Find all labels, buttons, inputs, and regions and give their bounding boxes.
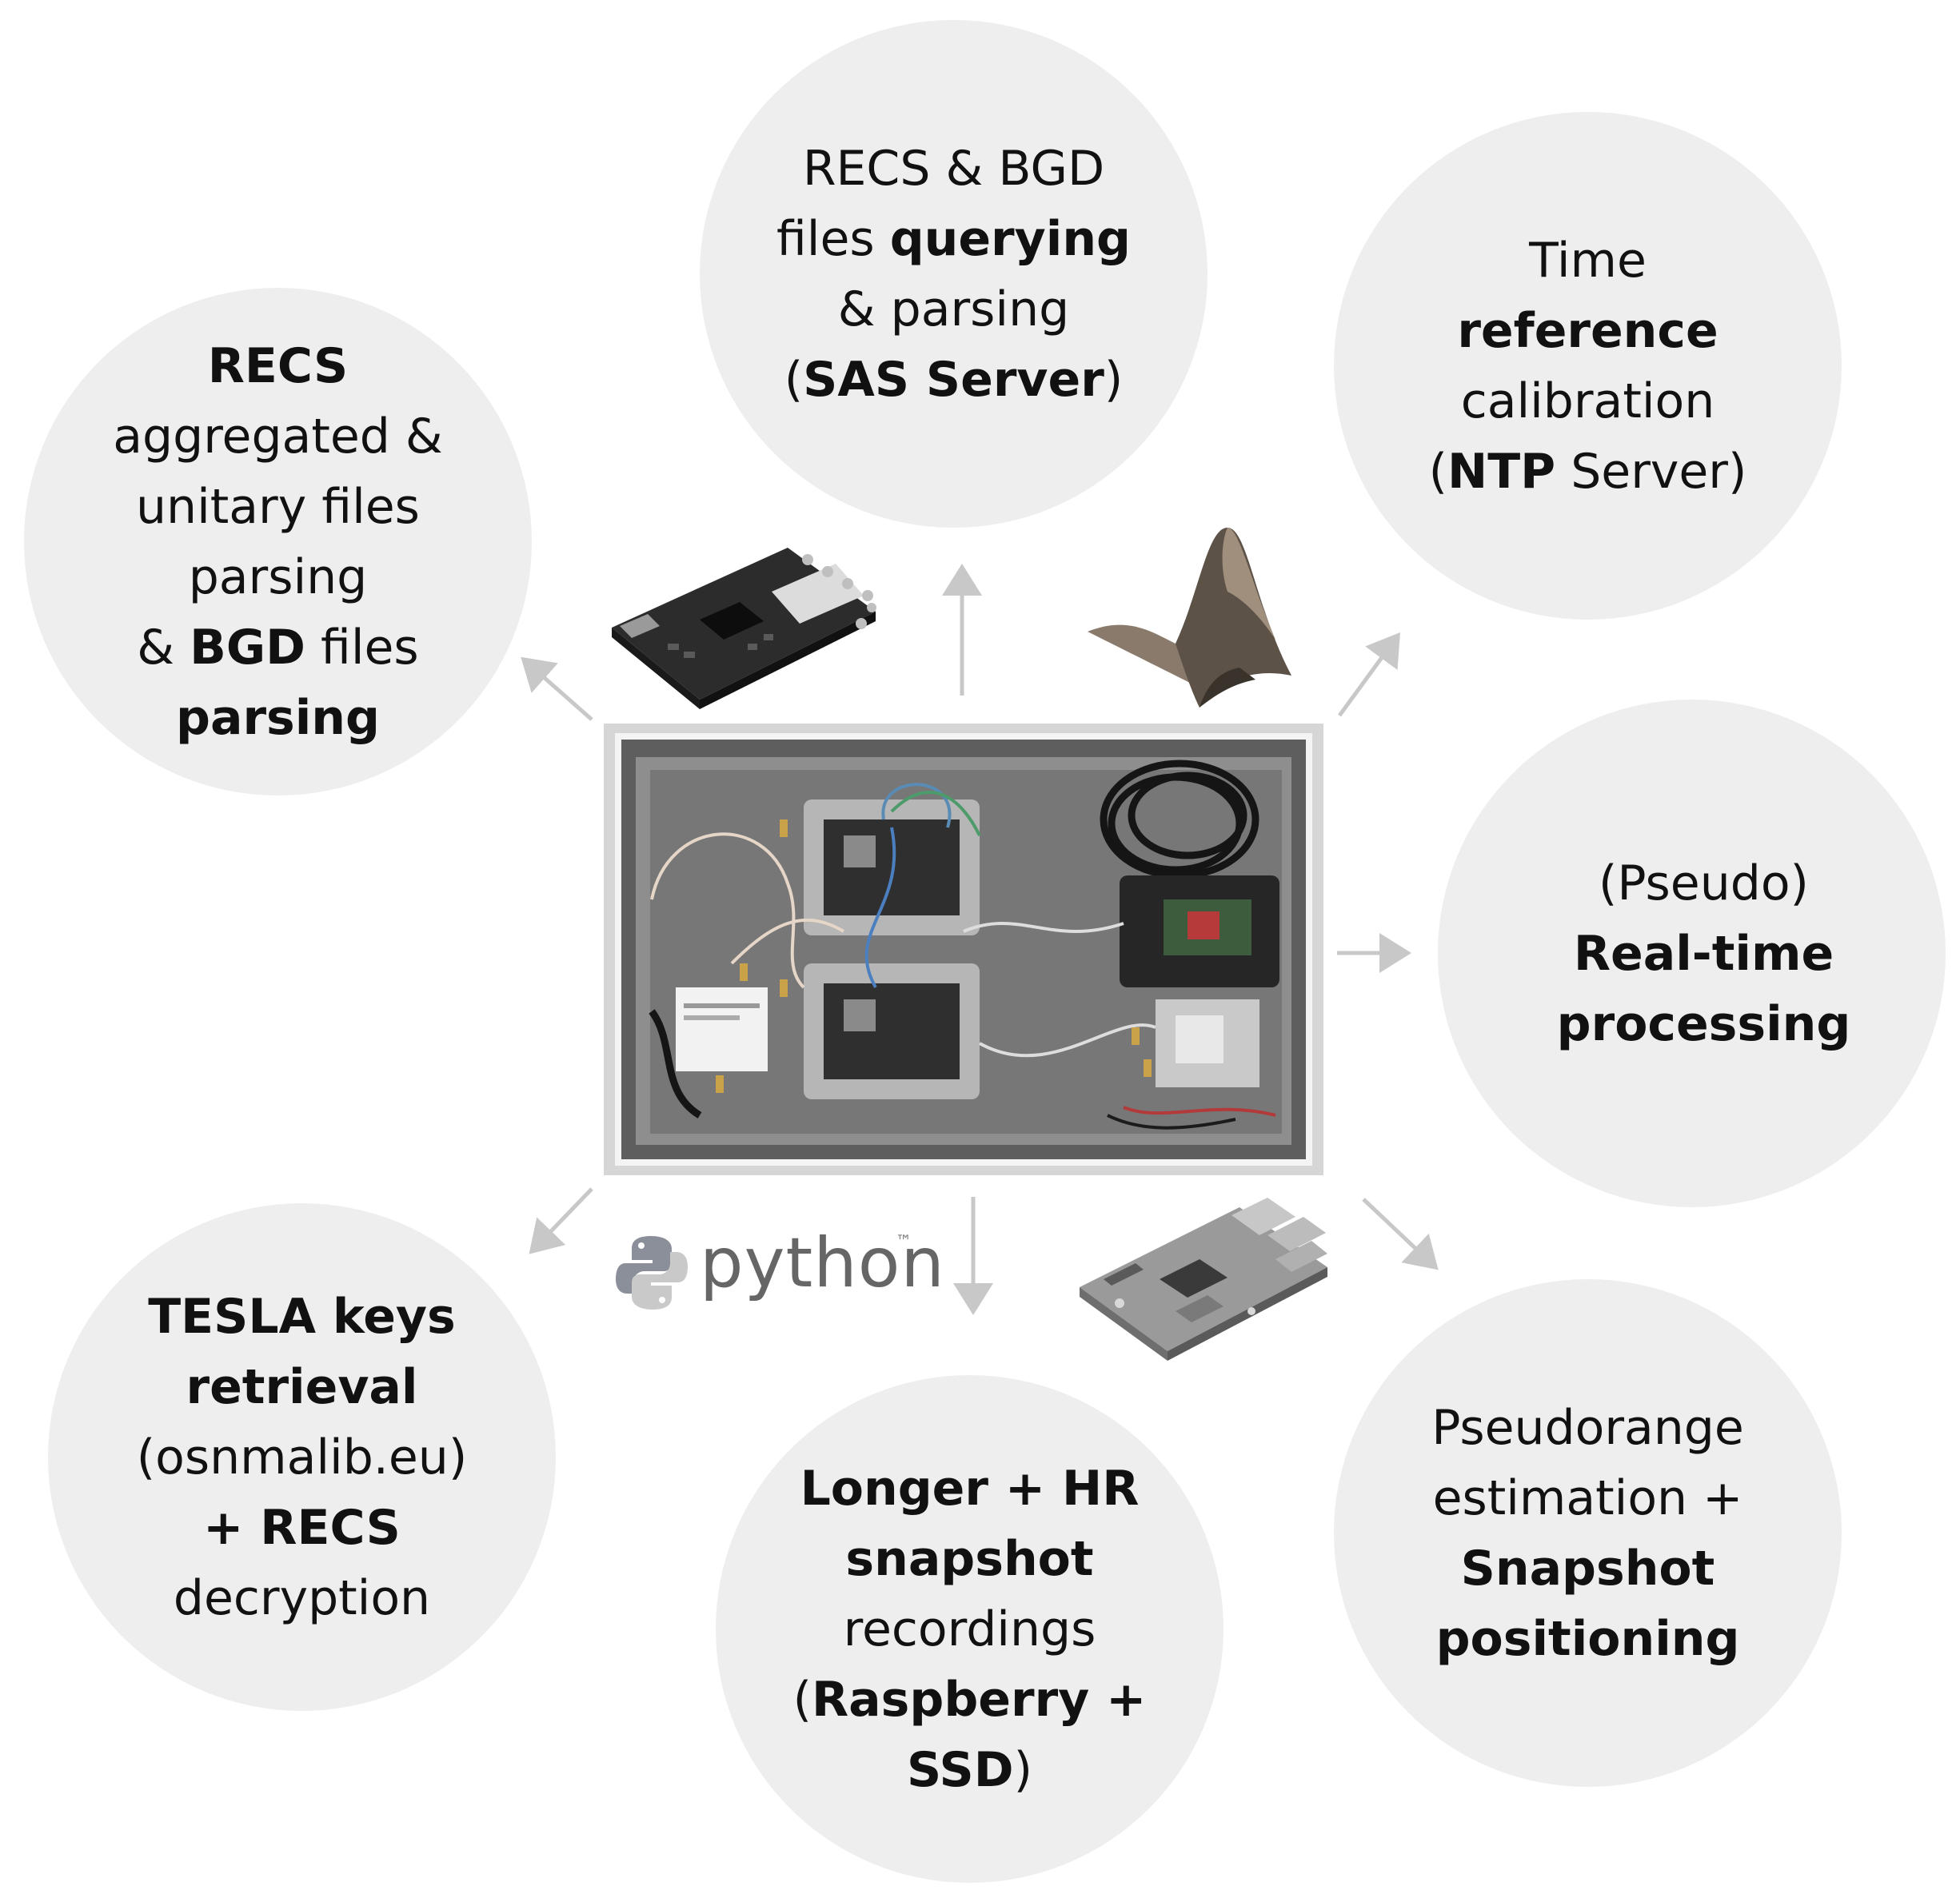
paren-close: ) (1013, 1741, 1032, 1798)
parsing-text: parsing (188, 548, 368, 605)
arrow-to-recs (521, 656, 593, 721)
positioning-bold: positioning (1435, 1610, 1740, 1667)
ssd-label: SSD (907, 1741, 1014, 1798)
bubble-snapshot-recordings: Longer + HR snapshot recordings (Raspber… (716, 1375, 1224, 1883)
parsing-bold: parsing (176, 689, 380, 746)
paren-open: ( (1428, 443, 1448, 500)
bubble-realtime: (Pseudo) Real-time processing (1438, 700, 1946, 1207)
bubble-positioning: Pseudorange estimation + Snapshot positi… (1334, 1279, 1842, 1787)
python-trademark: ™ (896, 1231, 912, 1250)
arrow-to-tesla (529, 1187, 593, 1254)
realtime-label: Real-time (1573, 925, 1834, 982)
bubble-tesla: TESLA keys retrieval (osnmalib.eu) + REC… (48, 1203, 556, 1711)
bubble-recs-parsing: RECS aggregated & unitary files parsing … (24, 288, 532, 795)
ntp-label: NTP (1447, 443, 1556, 500)
snapshot-bold: Snapshot (1460, 1540, 1715, 1597)
longer-hr-label: Longer + HR (800, 1460, 1140, 1517)
reference-label: reference (1457, 302, 1718, 359)
bubble-ntp-server: Time reference calibration (NTP Server) (1334, 112, 1842, 620)
aggregated-text: aggregated & (113, 408, 443, 465)
and-parsing-text: & parsing (837, 281, 1070, 337)
enclosure-photo (604, 724, 1323, 1175)
snapshot-label: snapshot (845, 1530, 1094, 1587)
processing-label: processing (1556, 995, 1851, 1052)
decryption-text: decryption (173, 1569, 431, 1626)
python-icon (616, 1236, 688, 1310)
tesla-keys-label: TESLA keys (148, 1288, 456, 1345)
unitary-text: unitary files (136, 478, 420, 535)
raspberry-label: Raspberry + (811, 1671, 1147, 1728)
recs-bgd-text: RECS & BGD (802, 140, 1105, 197)
arrow-to-positioning (1362, 1198, 1439, 1270)
raspberry-icon (1080, 1198, 1327, 1361)
paren-open: ( (792, 1671, 812, 1728)
python-wordmark: python (700, 1223, 945, 1303)
pseudorange-text: Pseudorange (1431, 1399, 1744, 1456)
retrieval-label: retrieval (186, 1358, 418, 1415)
bgd-label: BGD (190, 619, 305, 676)
time-text: Time (1529, 232, 1647, 289)
server-text: Server) (1555, 443, 1747, 500)
pseudo-text: (Pseudo) (1599, 855, 1809, 911)
recordings-text: recordings (843, 1601, 1096, 1657)
matlab-icon (1088, 528, 1291, 708)
python-logo: python ™ (616, 1223, 944, 1335)
calibration-text: calibration (1460, 373, 1715, 429)
amp-text: & (137, 619, 190, 676)
osnmalib-text: (osnmalib.eu) (136, 1429, 468, 1485)
arrow-to-ntp (1337, 632, 1400, 717)
paren-open: ( (784, 351, 804, 408)
paren-close: ) (1104, 351, 1124, 408)
board-icon (612, 548, 876, 709)
files-text: files (776, 210, 890, 267)
querying-label: querying (889, 210, 1131, 267)
estimation-text: estimation + (1432, 1469, 1743, 1526)
files-text: files (305, 619, 419, 676)
plus-recs-label: + RECS (203, 1499, 401, 1556)
recs-label: RECS (207, 337, 349, 394)
bubble-sas-server: RECS & BGD files querying & parsing (SAS… (700, 20, 1208, 528)
sas-server-label: SAS Server (803, 351, 1104, 408)
